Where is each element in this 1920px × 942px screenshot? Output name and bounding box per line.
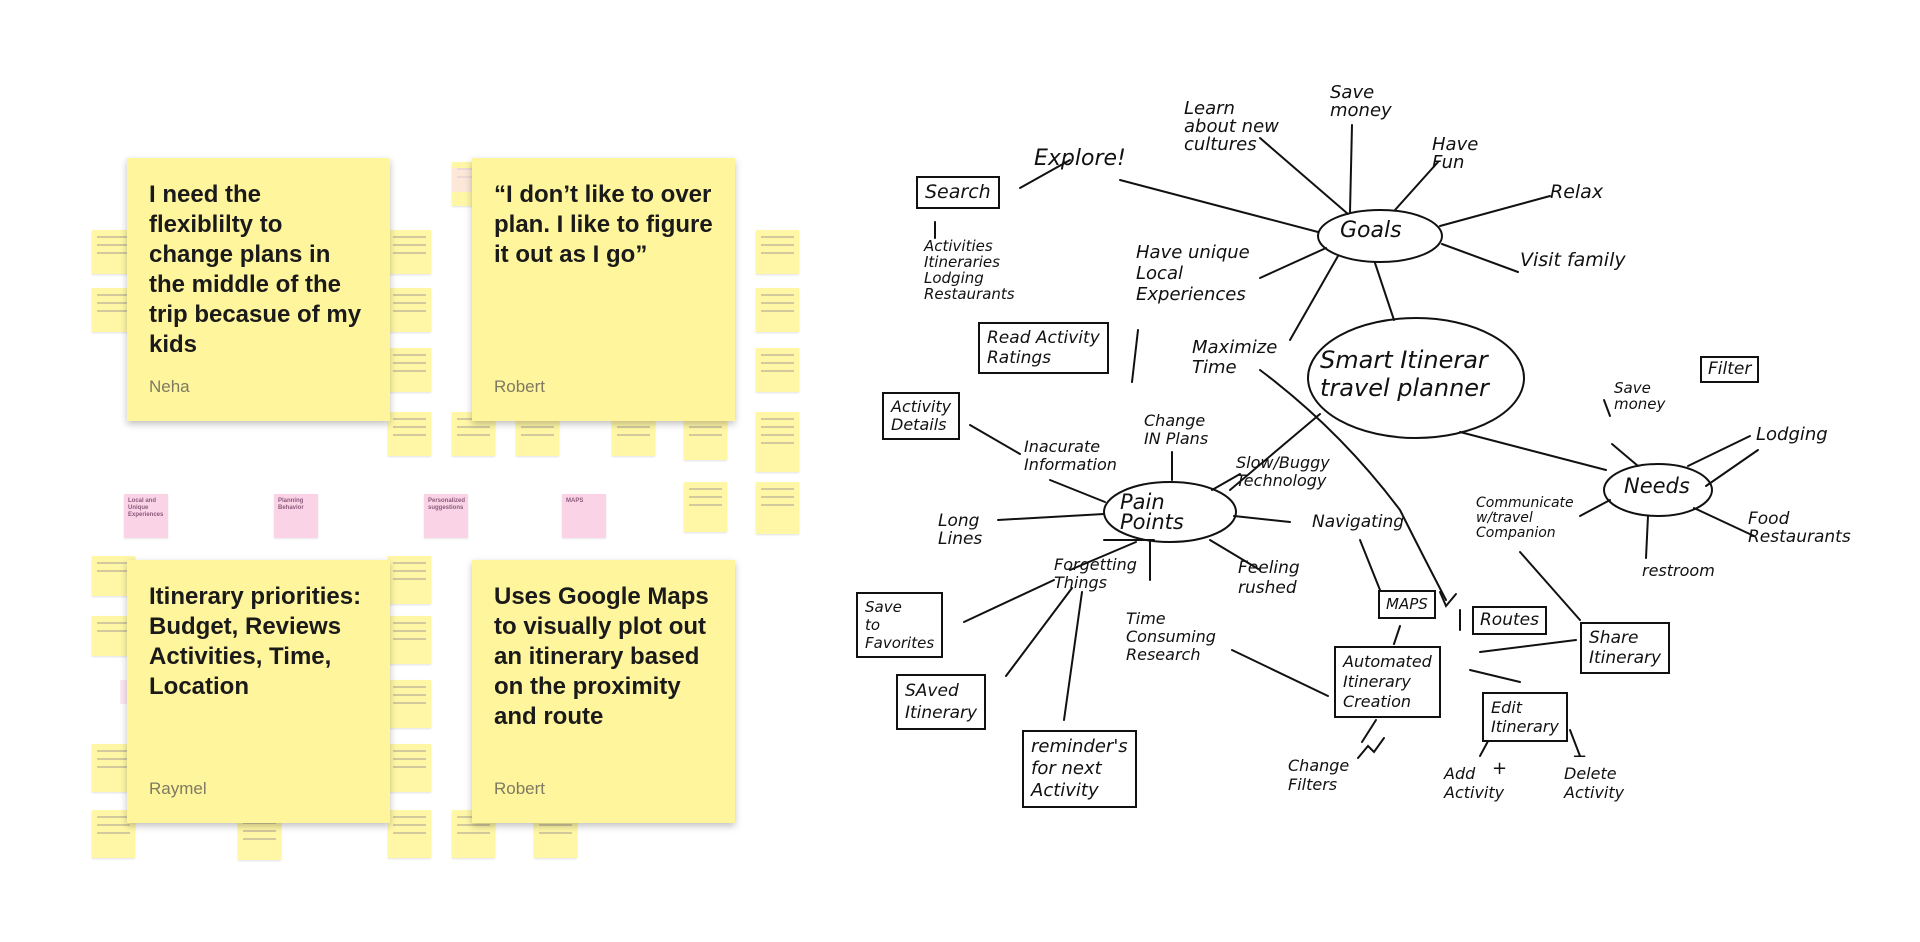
category-tag[interactable]: Local and Unique Experiences bbox=[124, 494, 168, 538]
quote-note[interactable]: “I don’t like to over plan. I like to fi… bbox=[472, 158, 735, 421]
pain-change-plans: Change IN Plans bbox=[1144, 411, 1209, 448]
center-ellipse bbox=[1307, 317, 1525, 439]
pain-activity-details: Activity Details bbox=[882, 392, 961, 440]
note-author: Robert bbox=[494, 779, 546, 798]
node-pain-points: Pain Points bbox=[1120, 490, 1184, 534]
plus-symbol: + bbox=[1492, 758, 1508, 779]
category-tag[interactable]: MAPS bbox=[562, 494, 606, 538]
mind-map: Goals Smart Itinerar travel planner Pain… bbox=[820, 70, 1900, 870]
note-author: Neha bbox=[149, 377, 190, 396]
needs-ellipse bbox=[1603, 463, 1713, 517]
node-save-favorites: Save to Favorites bbox=[856, 592, 944, 658]
category-tag[interactable]: Planning Behavior bbox=[274, 494, 318, 538]
node-filter: Filter bbox=[1700, 356, 1760, 383]
need-lodging: Lodging bbox=[1756, 424, 1828, 445]
note-quote: Uses Google Maps to visually plot out an… bbox=[494, 583, 709, 730]
need-communicate: Communicate w/travel Companion bbox=[1476, 495, 1574, 541]
node-search: Search bbox=[916, 176, 1000, 209]
pain-feeling-rushed: Feeling rushed bbox=[1238, 558, 1300, 598]
mini-sticky[interactable] bbox=[756, 482, 799, 534]
pain-forgetting-things: Forgetting Things bbox=[1054, 555, 1137, 592]
pain-inaccurate-info: Inacurate Information bbox=[1024, 437, 1117, 474]
node-maps: MAPS bbox=[1378, 590, 1436, 619]
mini-sticky[interactable] bbox=[388, 680, 431, 728]
quote-note[interactable]: I need the flexiblilty to change plans i… bbox=[127, 158, 390, 421]
node-center: Smart Itinerar travel planner bbox=[1320, 346, 1489, 402]
mini-sticky[interactable] bbox=[756, 412, 799, 472]
goal-save-money: Save money bbox=[1330, 82, 1392, 121]
goal-maximize-time: Maximize Time bbox=[1192, 337, 1278, 378]
mini-sticky[interactable] bbox=[756, 348, 799, 392]
goals-ellipse bbox=[1317, 209, 1443, 263]
mini-sticky[interactable] bbox=[756, 288, 799, 332]
note-author: Robert bbox=[494, 377, 546, 396]
category-tag[interactable]: Personalized suggestions bbox=[424, 494, 468, 538]
quote-note[interactable]: Uses Google Maps to visually plot out an… bbox=[472, 560, 735, 823]
mini-sticky[interactable] bbox=[388, 412, 431, 456]
mini-sticky[interactable] bbox=[388, 288, 431, 332]
node-automated-creation: Automated Itinerary Creation bbox=[1334, 646, 1441, 718]
goal-learn-cultures: Learn about new cultures bbox=[1184, 98, 1279, 155]
node-reminders: reminder's for next Activity bbox=[1022, 730, 1137, 808]
node-saved-itinerary: SAved Itinerary bbox=[896, 674, 987, 730]
goal-have-fun: Have Fun bbox=[1432, 134, 1479, 173]
quote-note[interactable]: Itinerary priorities: Budget, Reviews Ac… bbox=[127, 560, 390, 823]
mind-map-lines bbox=[934, 124, 1759, 759]
node-goals: Goals bbox=[1340, 218, 1402, 243]
node-needs: Needs bbox=[1624, 474, 1690, 498]
pain-navigating: Navigating bbox=[1312, 512, 1405, 532]
mini-sticky[interactable] bbox=[388, 616, 431, 664]
goal-unique-experiences: Have unique Local Experiences bbox=[1136, 242, 1250, 305]
mini-sticky[interactable] bbox=[684, 482, 727, 532]
mini-sticky[interactable] bbox=[388, 230, 431, 274]
node-add-activity: Add Activity bbox=[1444, 764, 1505, 802]
search-items: Activities Itineraries Lodging Restauran… bbox=[924, 237, 1015, 303]
node-change-filters: Change Filters bbox=[1288, 756, 1350, 794]
pain-time-consuming: Time Consuming Research bbox=[1126, 609, 1216, 664]
node-read-ratings: Read Activity Ratings bbox=[978, 322, 1109, 374]
pain-points-ellipse bbox=[1103, 481, 1237, 543]
node-routes: Routes bbox=[1472, 606, 1547, 635]
need-save-money: Save money bbox=[1614, 379, 1666, 413]
need-restroom: restroom bbox=[1642, 561, 1715, 580]
need-food: Food Restaurants bbox=[1748, 509, 1851, 547]
mini-sticky[interactable] bbox=[756, 230, 799, 274]
node-share-itinerary: Share Itinerary bbox=[1580, 622, 1671, 674]
mini-sticky[interactable] bbox=[388, 810, 431, 858]
goal-visit-family: Visit family bbox=[1520, 249, 1626, 271]
node-edit-itinerary: Edit Itinerary bbox=[1482, 692, 1568, 742]
mini-sticky[interactable] bbox=[388, 348, 431, 392]
note-author: Raymel bbox=[149, 779, 207, 798]
mini-sticky[interactable] bbox=[388, 556, 431, 604]
affinity-board: Local and Unique Experiences Planning Be… bbox=[0, 0, 799, 942]
note-quote: I need the flexiblilty to change plans i… bbox=[149, 181, 362, 358]
goal-explore: Explore! bbox=[1034, 146, 1126, 171]
minus-symbol: − bbox=[1572, 746, 1588, 767]
note-quote: “I don’t like to over plan. I like to fi… bbox=[494, 181, 713, 268]
mini-sticky[interactable] bbox=[388, 744, 431, 792]
node-delete-activity: Delete Activity bbox=[1564, 764, 1625, 802]
pain-slow-tech: Slow/Buggy Technology bbox=[1236, 453, 1330, 490]
pain-long-lines: Long Lines bbox=[938, 511, 983, 549]
goal-relax: Relax bbox=[1550, 181, 1604, 203]
note-quote: Itinerary priorities: Budget, Reviews Ac… bbox=[149, 583, 362, 700]
mini-sticky[interactable] bbox=[238, 816, 281, 860]
